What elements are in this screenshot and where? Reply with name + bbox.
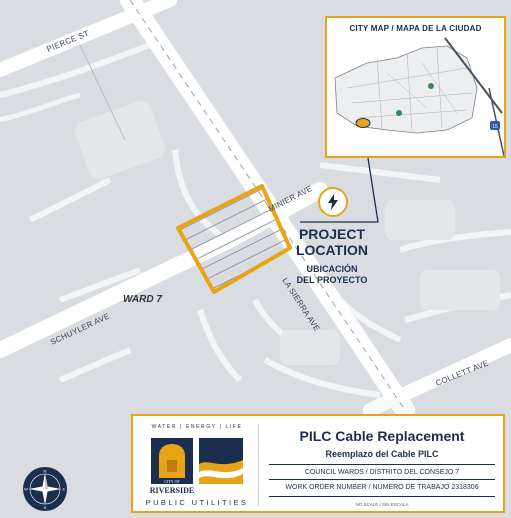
legend-rule xyxy=(269,496,495,497)
title-block: WATER | ENERGY | LIFE CITY OF RIVERSIDE … xyxy=(131,414,505,513)
highway-shield-label: 15 xyxy=(492,124,498,130)
ward-label: WARD 7 xyxy=(123,294,162,305)
compass-south: S xyxy=(44,505,47,510)
project-subtitle: Reemplazo del Cable PILC xyxy=(325,449,439,459)
logo-tagline: WATER | ENERGY | LIFE xyxy=(151,424,243,430)
project-location-title: PROJECT LOCATION xyxy=(295,226,369,258)
legend-rule xyxy=(269,464,495,465)
compass-rose-icon: N S E W xyxy=(23,467,67,511)
project-title: PILC Cable Replacement xyxy=(299,428,465,444)
logo-emblem: CITY OF RIVERSIDE xyxy=(150,438,243,495)
svg-text:RIVERSIDE: RIVERSIDE xyxy=(150,486,194,495)
scale-note: NO SCALE / SIN ESCALA xyxy=(355,502,409,507)
callout-line xyxy=(300,125,379,223)
svg-text:CITY OF: CITY OF xyxy=(164,479,180,484)
compass-north: N xyxy=(44,469,47,474)
inset-map-title: CITY MAP / MAPA DE LA CIUDAD xyxy=(349,24,482,33)
logo-utility-name: PUBLIC UTILITIES xyxy=(145,498,249,507)
work-order-text: WORK ORDER NUMBER / NÚMERO DE TRABAJO 23… xyxy=(285,484,479,491)
legend-rule xyxy=(269,479,495,480)
riverside-public-utilities-logo: WATER | ENERGY | LIFE CITY OF RIVERSIDE … xyxy=(139,420,255,510)
inset-city-map: CITY MAP / MAPA DE LA CIUDAD 15 xyxy=(325,16,506,158)
inset-map-graphic: 15 xyxy=(334,37,504,156)
lightning-bolt-icon xyxy=(318,187,348,217)
compass-east: E xyxy=(63,487,66,492)
compass-west: W xyxy=(24,487,28,492)
inset-project-marker xyxy=(355,118,371,128)
project-location-subtitle: UBICACIÓN DEL PROYECTO xyxy=(296,264,368,285)
council-wards-text: COUNCIL WARDS / DISTRITO DEL CONSEJO 7 xyxy=(304,469,460,476)
legend-divider xyxy=(258,424,259,506)
